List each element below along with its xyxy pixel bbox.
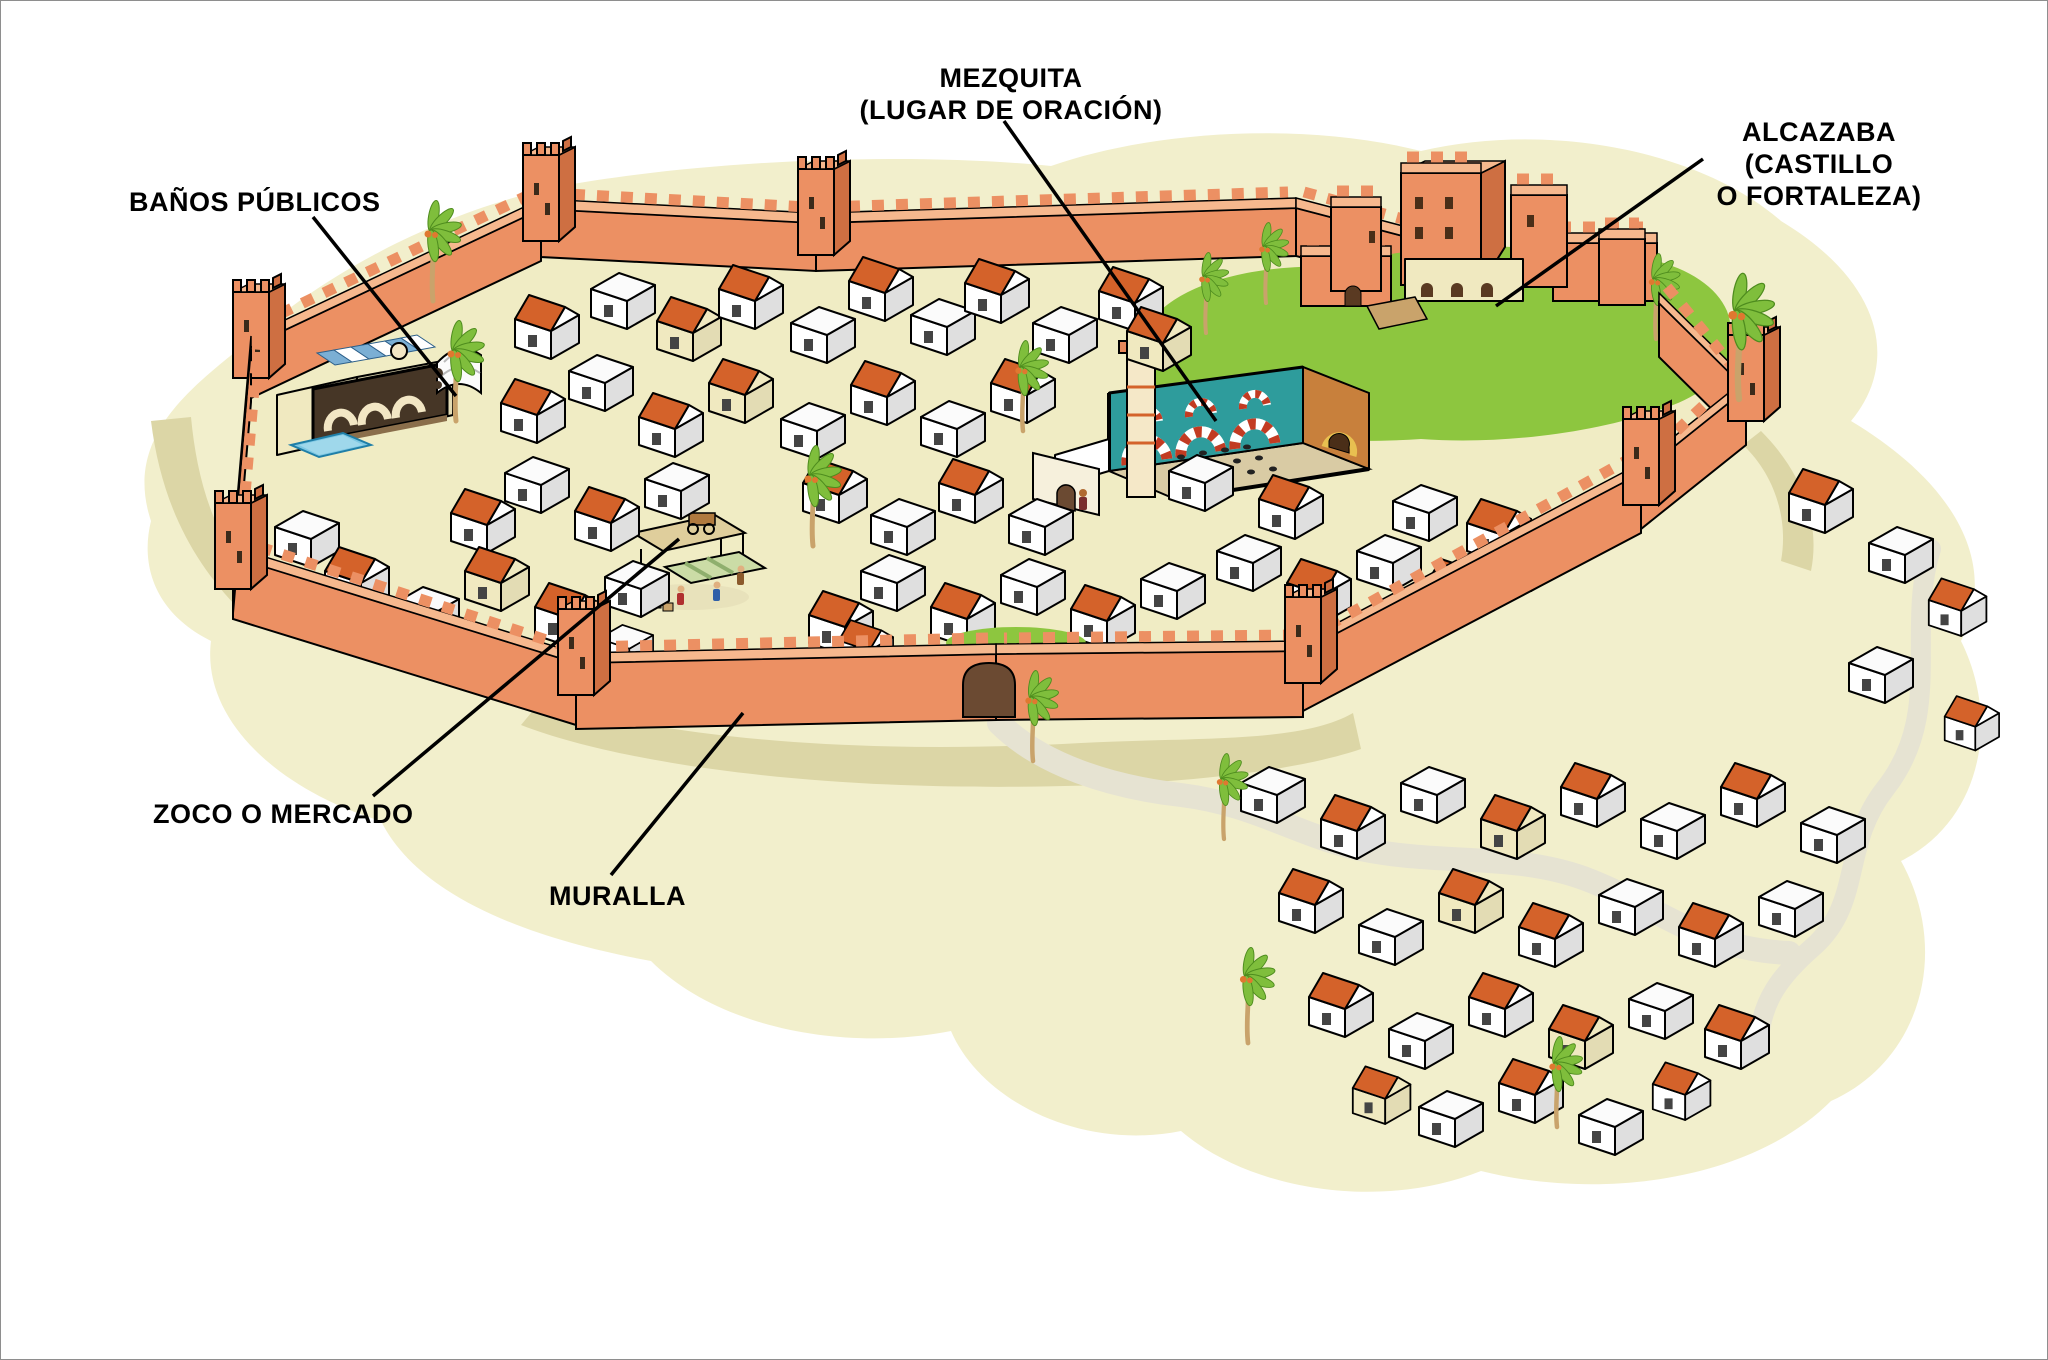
- watchtower: [1622, 400, 1676, 506]
- watchtower: [797, 150, 851, 256]
- labels: BAÑOS PÚBLICOS MEZQUITA (LUGAR DE ORACIÓ…: [129, 63, 1921, 911]
- city-gate: [962, 661, 1016, 718]
- wall-shadow-south: [521, 701, 1361, 787]
- leader-line-alcazaba: [1494, 157, 1705, 308]
- leader-line-muralla: [609, 711, 745, 877]
- leader-lines: [311, 119, 1705, 877]
- leader-line-banos: [311, 215, 458, 398]
- bath-dome: [390, 342, 408, 360]
- figure-at-gate: [1079, 489, 1087, 510]
- market-cart: [687, 512, 716, 535]
- leader-line-mezquita: [1002, 119, 1218, 423]
- leader-line-zoco: [371, 537, 681, 798]
- label-mezquita-line2: (LUGAR DE ORACIÓN): [860, 94, 1163, 125]
- alcazaba-castle: [1300, 151, 1658, 330]
- courtyard-gate: [1056, 484, 1076, 512]
- city-wall-front: [214, 283, 1781, 731]
- watchtower: [1284, 578, 1338, 684]
- label-muralla: MURALLA: [549, 881, 686, 911]
- wall-shadow-east: [1743, 431, 1814, 571]
- label-mezquita-line1: MEZQUITA: [940, 63, 1083, 93]
- mezquita-building: [1032, 289, 1373, 517]
- watchtower: [214, 484, 268, 590]
- house: [1927, 577, 1988, 637]
- mihrab: [1328, 433, 1350, 454]
- banos-building: [276, 334, 482, 459]
- watchtower: [557, 590, 611, 696]
- label-alcazaba-line1: ALCAZABA: [1742, 117, 1896, 147]
- market-tent: [662, 550, 768, 585]
- label-banos: BAÑOS PÚBLICOS: [129, 186, 381, 217]
- watchtower: [522, 136, 576, 242]
- label-zoco: ZOCO O MERCADO: [153, 799, 414, 829]
- house: [1943, 695, 2000, 752]
- label-alcazaba-line3: O FORTALEZA): [1717, 181, 1922, 211]
- label-alcazaba-line2: (CASTILLO: [1745, 149, 1893, 179]
